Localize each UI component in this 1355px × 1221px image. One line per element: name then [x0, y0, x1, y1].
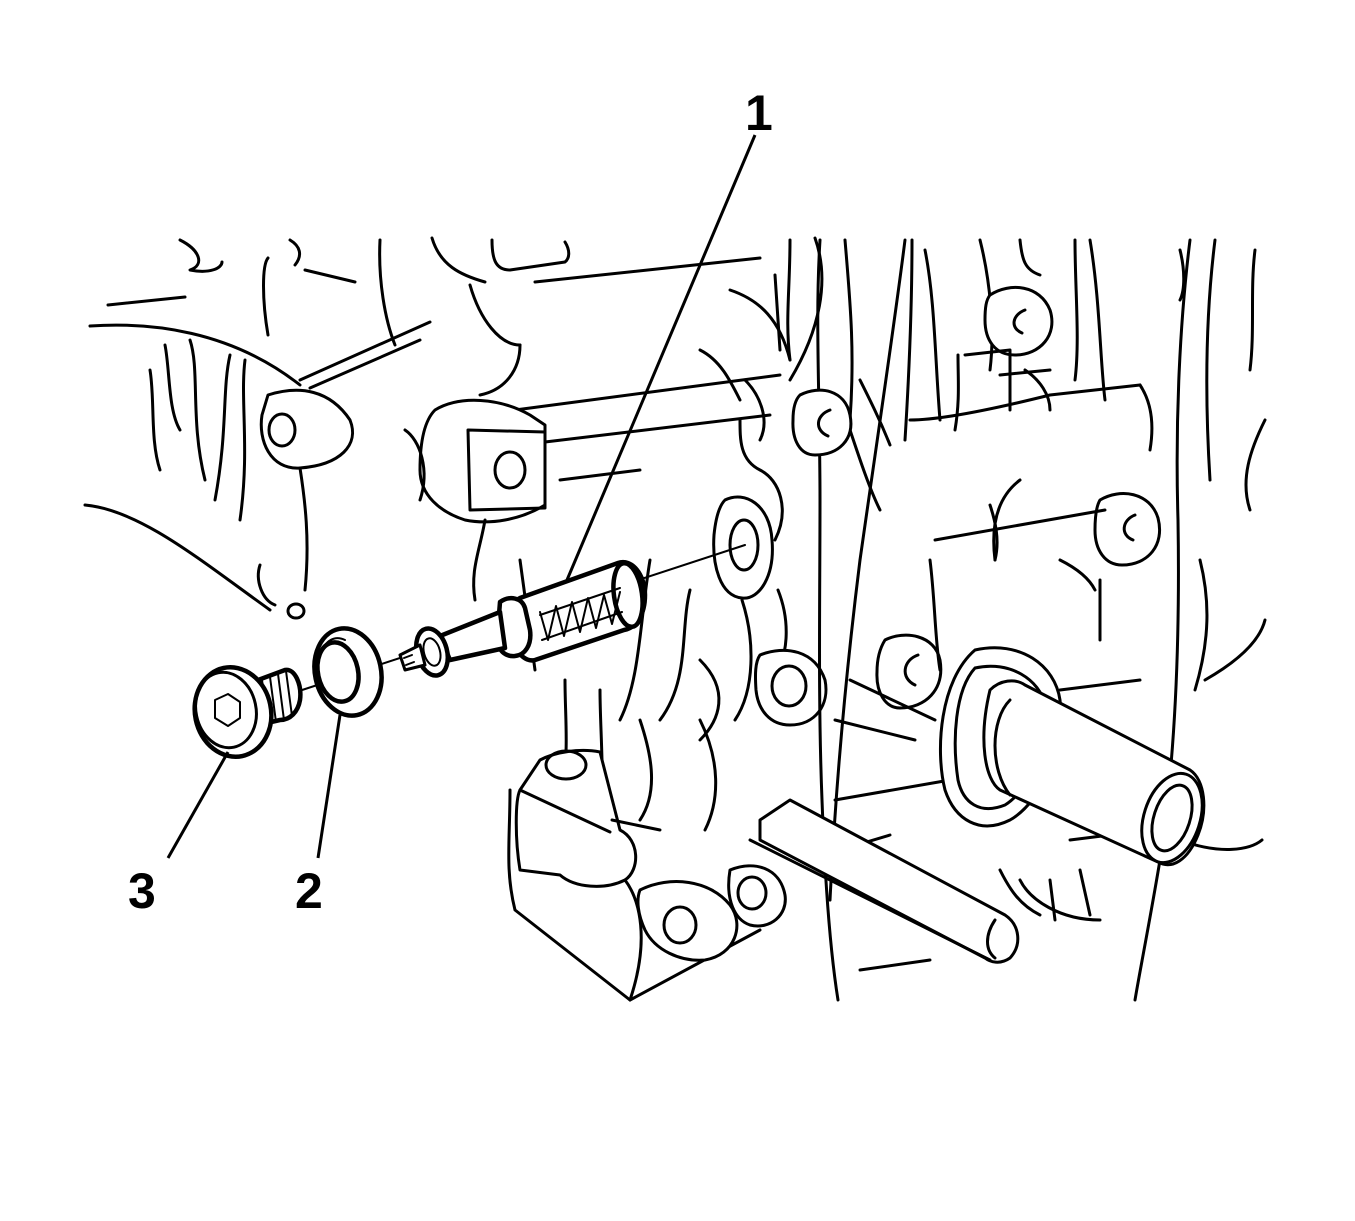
leader-line-3: [166, 751, 230, 859]
output-shaft: [938, 646, 1206, 867]
engine-block-housing: [83, 236, 1267, 1002]
leader-line-2: [316, 714, 342, 859]
seal-washer: [312, 626, 384, 718]
callout-label-1: 1: [745, 85, 773, 141]
callout-label-2: 2: [295, 863, 323, 919]
callout-label-3: 3: [128, 863, 156, 919]
leader-line-1: [565, 134, 757, 581]
lower-rod: [748, 798, 1020, 964]
plug-bolt: [192, 665, 303, 759]
leader-lines: [166, 134, 757, 859]
valve-bore: [712, 495, 774, 600]
relief-valve-with-spring: [398, 559, 648, 678]
